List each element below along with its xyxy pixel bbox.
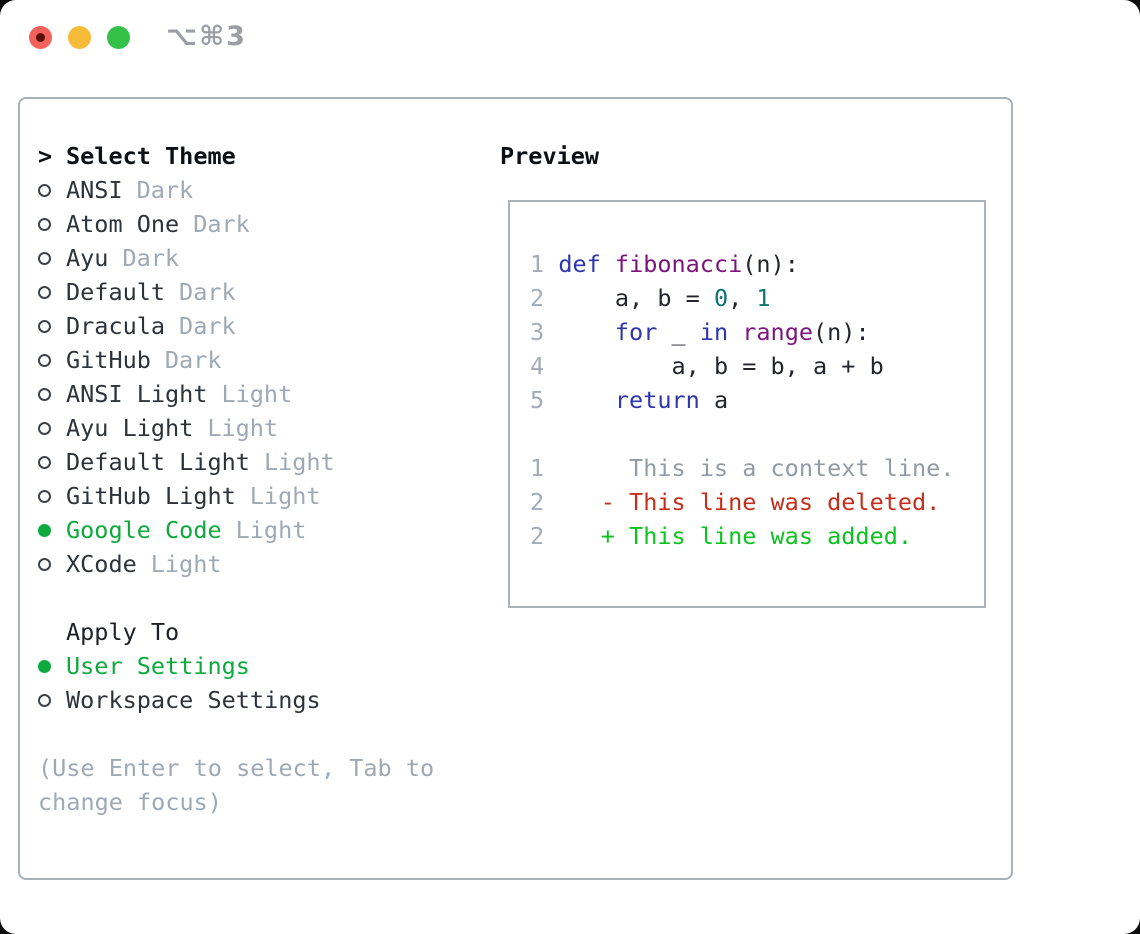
diff-line-deleted: 2 - This line was deleted. bbox=[530, 488, 941, 516]
theme-item-default[interactable]: Default Dark bbox=[38, 275, 488, 309]
preview-header: Preview bbox=[500, 139, 1000, 173]
diff-line-context: 1 This is a context line. bbox=[530, 454, 955, 482]
apply-option-label: Workspace Settings bbox=[66, 686, 321, 714]
titlebar: ⌥⌘3 bbox=[0, 0, 1140, 74]
help-text-line: change focus) bbox=[38, 788, 222, 816]
preview-title: Preview bbox=[500, 142, 600, 170]
theme-name: ANSI bbox=[66, 176, 123, 204]
diff-preview: 1 This is a context line. 2 - This line w… bbox=[530, 451, 984, 553]
radio-icon bbox=[38, 183, 66, 197]
theme-name: GitHub Light bbox=[66, 482, 236, 510]
theme-name: Default Light bbox=[66, 448, 250, 476]
theme-name: GitHub bbox=[66, 346, 151, 374]
theme-tag: Dark bbox=[122, 244, 180, 272]
theme-item-google-code[interactable]: Google Code Light bbox=[38, 513, 488, 547]
line-number: 1 bbox=[530, 250, 545, 278]
code-line: 4 a, b = b, a + b bbox=[530, 352, 884, 380]
code-preview: 1 def fibonacci(n): 2 a, b = 0, 1 3 for _ … bbox=[510, 202, 984, 553]
code-line: 1 def fibonacci(n): bbox=[530, 250, 799, 278]
code-line: 2 a, b = 0, 1 bbox=[530, 284, 771, 312]
radio-icon bbox=[38, 285, 66, 299]
apply-option-workspace-settings[interactable]: Workspace Settings bbox=[38, 683, 488, 717]
radio-icon bbox=[38, 387, 66, 401]
select-theme-title: Select Theme bbox=[66, 142, 236, 170]
theme-name: Google Code bbox=[66, 516, 222, 544]
theme-tag: Light bbox=[249, 482, 321, 510]
theme-item-ayu[interactable]: Ayu Dark bbox=[38, 241, 488, 275]
line-number: 5 bbox=[530, 386, 545, 414]
radio-icon bbox=[38, 421, 66, 435]
close-button[interactable] bbox=[29, 26, 52, 49]
radio-icon bbox=[38, 693, 66, 707]
prompt-icon: > bbox=[38, 142, 53, 170]
radio-icon bbox=[38, 217, 66, 231]
theme-tag: Dark bbox=[164, 346, 222, 374]
apply-to-title: Apply To bbox=[66, 618, 180, 646]
theme-tag: Dark bbox=[136, 176, 194, 204]
window-title: ⌥⌘3 bbox=[166, 21, 247, 52]
line-number: 1 bbox=[530, 454, 545, 482]
theme-tag: Dark bbox=[179, 278, 236, 306]
theme-item-github-light[interactable]: GitHub Light Light bbox=[38, 479, 488, 513]
radio-icon bbox=[38, 455, 66, 469]
theme-name: XCode bbox=[66, 550, 137, 578]
traffic-lights bbox=[29, 26, 130, 49]
apply-option-user-settings[interactable]: User Settings bbox=[38, 649, 488, 683]
line-number: 3 bbox=[530, 318, 545, 346]
theme-item-default-light[interactable]: Default Light Light bbox=[38, 445, 488, 479]
theme-name: ANSI Light bbox=[66, 380, 208, 408]
line-number: 2 bbox=[530, 488, 545, 516]
theme-item-ansi[interactable]: ANSI Dark bbox=[38, 173, 488, 207]
theme-item-xcode[interactable]: XCode Light bbox=[38, 547, 488, 581]
theme-item-dracula[interactable]: Dracula Dark bbox=[38, 309, 488, 343]
help-text-line: (Use Enter to select, Tab to bbox=[38, 754, 435, 782]
apply-to-header: Apply To bbox=[38, 615, 488, 649]
line-number: 2 bbox=[530, 284, 545, 312]
theme-tag: Light bbox=[235, 516, 307, 544]
radio-icon bbox=[38, 319, 66, 333]
theme-tag: Light bbox=[221, 380, 293, 408]
radio-icon bbox=[38, 489, 66, 503]
zoom-button[interactable] bbox=[107, 26, 130, 49]
theme-tag: Light bbox=[263, 448, 335, 476]
theme-name: Default bbox=[66, 278, 166, 306]
theme-item-github[interactable]: GitHub Dark bbox=[38, 343, 488, 377]
theme-tag: Dark bbox=[179, 312, 236, 340]
theme-tag: Dark bbox=[193, 210, 250, 238]
radio-icon bbox=[38, 251, 66, 265]
select-theme-header: > Select Theme bbox=[38, 139, 488, 173]
diff-line-added: 2 + This line was added. bbox=[530, 522, 913, 550]
radio-selected-icon bbox=[38, 523, 66, 537]
line-number: 2 bbox=[530, 522, 545, 550]
theme-item-ayu-light[interactable]: Ayu Light Light bbox=[38, 411, 488, 445]
code-line: 3 for _ in range(n): bbox=[530, 318, 870, 346]
help-text: (Use Enter to select, Tab to change focus… bbox=[38, 751, 488, 819]
line-number: 4 bbox=[530, 352, 545, 380]
preview-pane: Preview 1 def fibonacci(n): 2 a, b = 0, 1… bbox=[500, 139, 1000, 608]
theme-name: Atom One bbox=[66, 210, 180, 238]
code-line: 5 return a bbox=[530, 386, 729, 414]
apply-option-label: User Settings bbox=[66, 652, 250, 680]
radio-selected-icon bbox=[38, 659, 66, 673]
radio-icon bbox=[38, 353, 66, 367]
theme-item-atom-one[interactable]: Atom One Dark bbox=[38, 207, 488, 241]
theme-name: Ayu Light bbox=[66, 414, 194, 442]
preview-box: 1 def fibonacci(n): 2 a, b = 0, 1 3 for _ … bbox=[508, 200, 986, 608]
theme-tag: Light bbox=[207, 414, 279, 442]
theme-item-ansi-light[interactable]: ANSI Light Light bbox=[38, 377, 488, 411]
close-button-dot-icon bbox=[36, 33, 45, 42]
theme-tag: Light bbox=[150, 550, 222, 578]
theme-name: Ayu bbox=[66, 244, 109, 272]
radio-icon bbox=[38, 557, 66, 571]
theme-name: Dracula bbox=[66, 312, 166, 340]
minimize-button[interactable] bbox=[68, 26, 91, 49]
